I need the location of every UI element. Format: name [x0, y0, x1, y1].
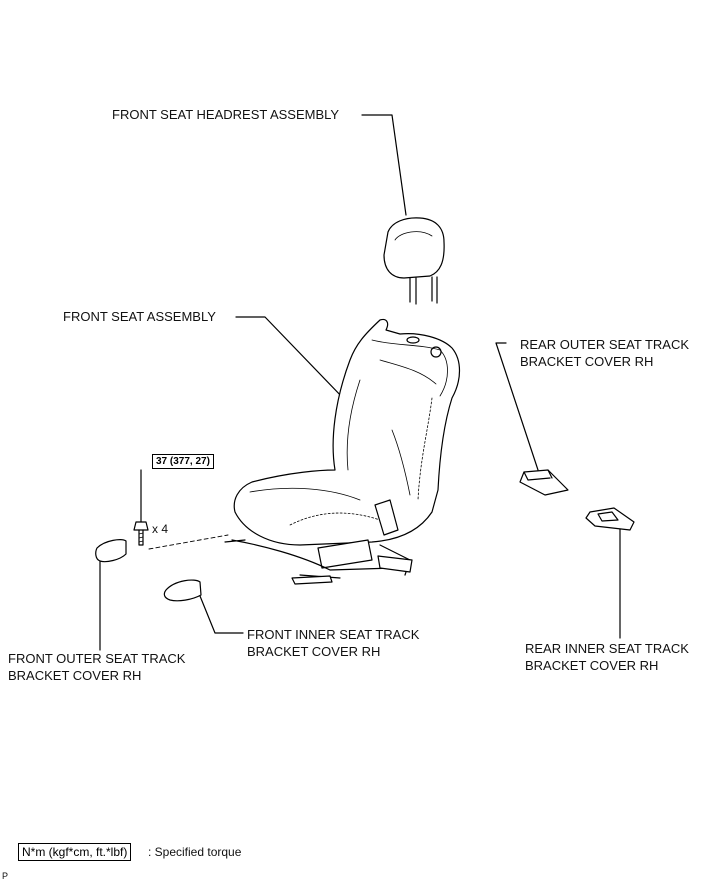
leader-headrest: [361, 114, 407, 216]
rear-inner-cover-drawing: [585, 507, 635, 531]
quantity-label: x 4: [152, 522, 169, 536]
front-outer-label: FRONT OUTER SEAT TRACK BRACKET COVER RH: [8, 651, 186, 683]
front-outer-cover-drawing: [95, 539, 127, 563]
rear-outer-label: REAR OUTER SEAT TRACK BRACKET COVER RH: [520, 337, 690, 369]
rear-outer-cover-drawing: [519, 469, 569, 496]
leader-seat: [235, 316, 346, 401]
torque-value: 37 (377, 27): [152, 454, 214, 469]
legend-text: : Specified torque: [148, 845, 242, 859]
corner-code: P: [2, 871, 9, 881]
seat-assembly-drawing: [224, 318, 461, 585]
bolt-guide-line: [148, 534, 229, 550]
headrest-drawing: [383, 217, 445, 305]
headrest-label: FRONT SEAT HEADREST ASSEMBLY: [112, 107, 340, 122]
seat-label: FRONT SEAT ASSEMBLY: [63, 309, 216, 324]
legend-torque-box: N*m (kgf*cm, ft.*lbf): [18, 843, 132, 861]
leader-rear-outer: [495, 342, 539, 471]
front-inner-label: FRONT INNER SEAT TRACK BRACKET COVER RH: [247, 627, 420, 659]
front-inner-cover-drawing: [163, 579, 202, 602]
leader-front-inner: [199, 595, 244, 634]
bolt-drawing: [133, 521, 149, 546]
rear-inner-label: REAR INNER SEAT TRACK BRACKET COVER RH: [525, 641, 689, 673]
